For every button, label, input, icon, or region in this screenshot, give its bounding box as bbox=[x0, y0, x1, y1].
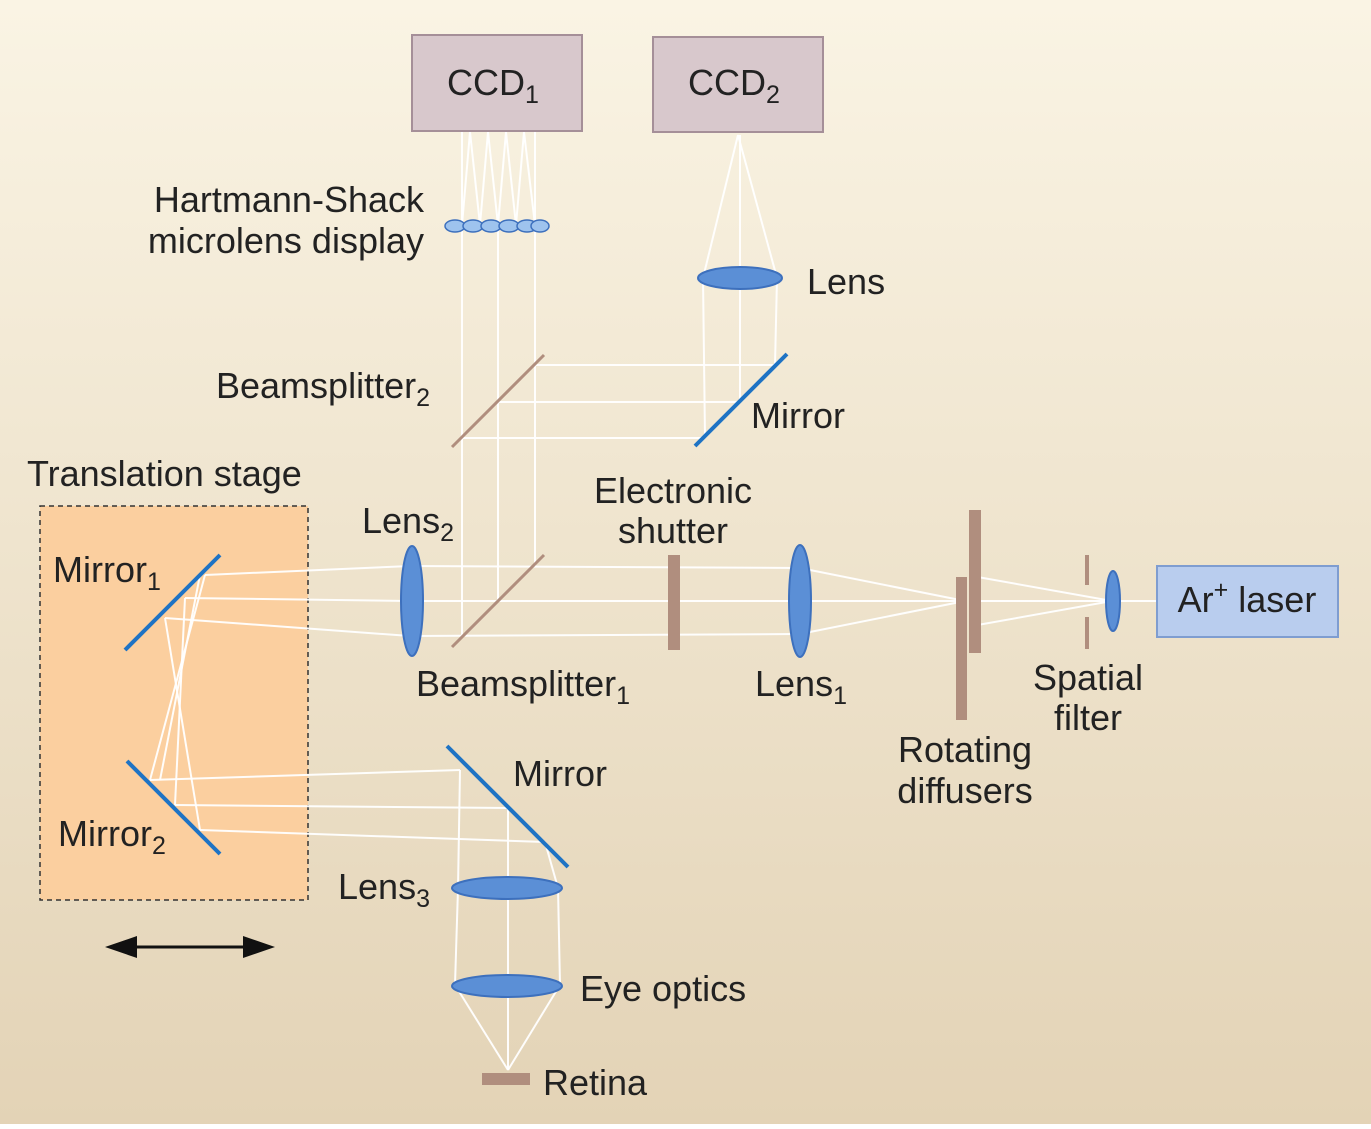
mirror1 bbox=[123, 553, 222, 652]
beamsplitter2-label: Beamsplitter2 bbox=[216, 365, 430, 412]
ccd1-label: CCD1 bbox=[447, 62, 539, 109]
rotating-diffusers-label-line2: diffusers bbox=[897, 770, 1032, 811]
top-mirror bbox=[693, 352, 789, 448]
mirror2 bbox=[125, 759, 222, 856]
ccd1-box bbox=[411, 34, 583, 132]
microlens-array bbox=[444, 219, 550, 233]
rotating-diffuser-2 bbox=[969, 510, 981, 653]
eye-optics-label: Eye optics bbox=[580, 968, 746, 1009]
retina bbox=[482, 1073, 530, 1085]
ar-laser-box bbox=[1156, 565, 1339, 638]
top-lens-label: Lens bbox=[807, 261, 885, 302]
spatial-filter-label-line1: Spatial bbox=[1033, 657, 1143, 698]
top-lens bbox=[697, 266, 783, 290]
lens2 bbox=[400, 545, 424, 657]
double-headed-arrow-icon bbox=[105, 936, 275, 958]
ar-laser-label: Ar+ laser bbox=[1178, 576, 1317, 620]
rotating-diffuser-1 bbox=[956, 577, 967, 720]
spatial-filter-top bbox=[1085, 555, 1089, 585]
spatial-filter-label-line2: filter bbox=[1054, 697, 1122, 738]
electronic-shutter bbox=[668, 555, 680, 650]
retina-label: Retina bbox=[543, 1062, 648, 1103]
lens1 bbox=[788, 544, 812, 658]
hartmann-label-line2: microlens display bbox=[148, 220, 424, 261]
beamsplitter1-label: Beamsplitter1 bbox=[416, 663, 630, 710]
eye-optics-lens bbox=[451, 974, 563, 998]
lens3-label: Lens3 bbox=[338, 866, 430, 913]
spatial-filter-lens bbox=[1105, 570, 1121, 632]
electronic-shutter-label-line1: Electronic bbox=[594, 470, 752, 511]
beamsplitter1 bbox=[450, 553, 546, 649]
electronic-shutter-label-line2: shutter bbox=[618, 510, 728, 551]
ccd2-box bbox=[652, 36, 824, 133]
light-rays bbox=[149, 131, 1158, 1071]
mirror1-label: Mirror1 bbox=[53, 549, 161, 596]
bottom-mirror-label: Mirror bbox=[513, 753, 607, 794]
ccd2-label: CCD2 bbox=[688, 62, 780, 109]
hartmann-label-line1: Hartmann-Shack bbox=[154, 179, 425, 220]
bottom-mirror bbox=[445, 744, 570, 869]
translation-stage-label: Translation stage bbox=[27, 453, 302, 494]
mirror2-label: Mirror2 bbox=[58, 813, 166, 860]
beamsplitter2 bbox=[450, 353, 546, 449]
lens3 bbox=[451, 876, 563, 900]
lens1-label: Lens1 bbox=[755, 663, 847, 710]
spatial-filter-bottom bbox=[1085, 617, 1089, 649]
rotating-diffusers-label-line1: Rotating bbox=[898, 729, 1032, 770]
lens2-label: Lens2 bbox=[362, 500, 454, 547]
top-mirror-label: Mirror bbox=[751, 395, 845, 436]
